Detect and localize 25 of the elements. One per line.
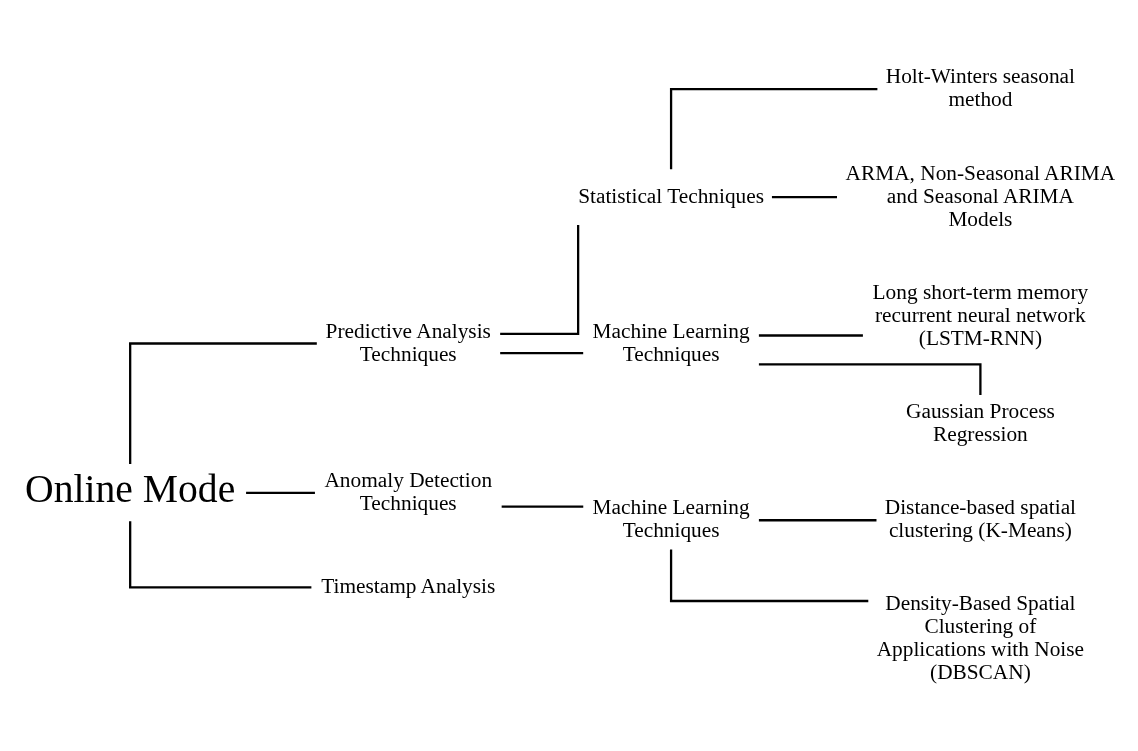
node-text: Timestamp Analysis bbox=[321, 573, 496, 598]
node-text: Gaussian Process Regression bbox=[906, 399, 1055, 447]
connector bbox=[669, 549, 869, 603]
connector bbox=[501, 505, 584, 508]
connector bbox=[758, 334, 863, 337]
node-text: Online Mode bbox=[25, 467, 236, 512]
connector bbox=[771, 196, 837, 199]
node-text: Distance-based spatial clustering (K-Means) bbox=[884, 495, 1077, 543]
node-text: Density-Based Spatial Clustering of Applications with Noise (DBSCAN) bbox=[876, 591, 1085, 685]
connector bbox=[246, 491, 315, 494]
connector bbox=[129, 342, 317, 465]
node-text: ARMA, Non-Seasonal ARIMA and Seasonal ARIMA Models bbox=[845, 161, 1116, 231]
connector bbox=[500, 352, 584, 355]
node-text: Anomaly Detection Techniques bbox=[324, 468, 493, 515]
connector bbox=[758, 519, 877, 522]
node-text: Long short-term memory recurrent neural network (LSTM-RNN) bbox=[872, 279, 1089, 350]
node-text: Machine Learning Techniques bbox=[592, 318, 750, 366]
connector bbox=[129, 521, 312, 589]
connector bbox=[500, 224, 580, 335]
connector bbox=[758, 363, 982, 396]
node-text: Predictive Analysis Techniques bbox=[325, 318, 491, 366]
node-text: Holt-Winters seasonal method bbox=[885, 64, 1076, 112]
node-text: Statistical Techniques bbox=[578, 183, 765, 208]
node-text: Machine Learning Techniques bbox=[592, 495, 750, 543]
connector bbox=[669, 87, 878, 170]
